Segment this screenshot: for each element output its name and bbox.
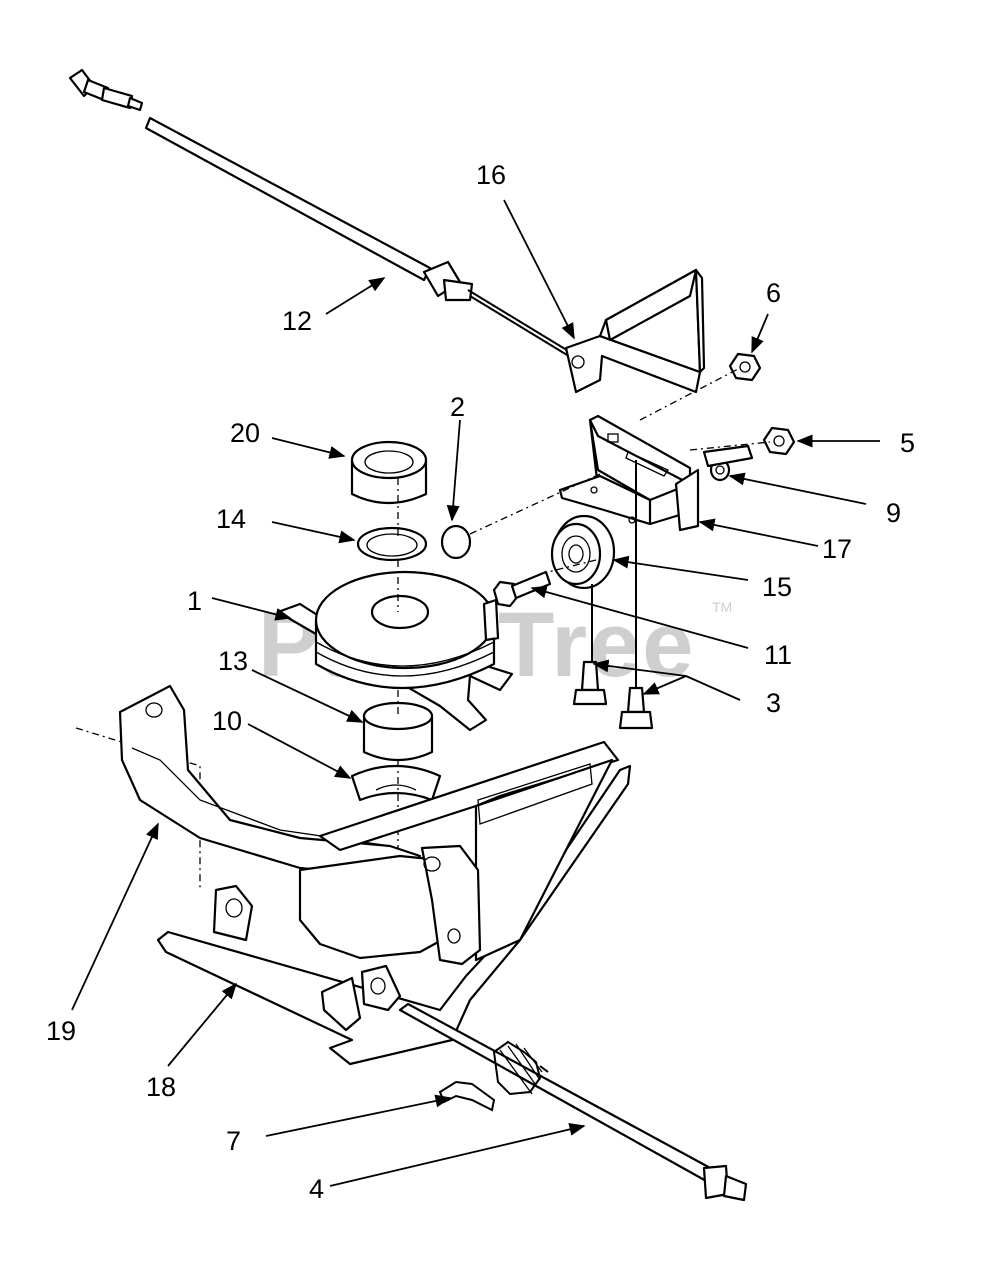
callout-10: 10: [212, 706, 242, 736]
part-11-shoulder-bolt: [492, 570, 552, 608]
leader-lines: [71, 199, 880, 1187]
callout-20: 20: [230, 418, 260, 448]
part-5-nut: [762, 426, 796, 456]
callout-1: 1: [187, 586, 202, 616]
callout-3: 3: [766, 688, 781, 718]
part-9-washer: [702, 444, 754, 482]
callout-12: 12: [282, 306, 312, 336]
callout-6: 6: [766, 278, 781, 308]
callout-5: 5: [900, 428, 915, 458]
part-4-shaft: [398, 1002, 748, 1202]
part-16-cable-bracket: [564, 268, 706, 394]
callout-15: 15: [762, 572, 792, 602]
part-15-idler-pulley: [550, 514, 616, 590]
part-20-bushing: [350, 440, 428, 504]
callout-11: 11: [764, 640, 792, 670]
callout-9: 9: [886, 498, 901, 528]
callout-18: 18: [146, 1072, 176, 1102]
callout-17: 17: [822, 534, 852, 564]
part-12-control-cable: [68, 68, 573, 359]
part-10-clip: [350, 764, 442, 802]
part-1-drive-pulley: [276, 570, 514, 732]
callout-16: 16: [476, 160, 506, 190]
callout-2: 2: [450, 392, 465, 422]
callout-4: 4: [309, 1174, 324, 1204]
callout-13: 13: [218, 646, 248, 676]
callout-14: 14: [216, 504, 246, 534]
callout-19: 19: [46, 1016, 76, 1046]
part-3-bolts: [572, 660, 654, 730]
part-6-nut: [728, 352, 762, 382]
part-2-rivet: [440, 524, 472, 560]
part-17-mounting-bracket: [558, 414, 700, 532]
part-14-washer: [356, 526, 428, 562]
alignment-lines: [75, 367, 771, 890]
part-19-idler-arm: [118, 684, 422, 880]
watermark-trademark: TM: [712, 599, 732, 615]
callout-7: 7: [226, 1126, 241, 1156]
callout-labels: 1 2 3 4 5 6 7 9 10 11 12 13 14 15 16 17 …: [46, 160, 915, 1204]
part-18-base-plate: [156, 740, 632, 1066]
